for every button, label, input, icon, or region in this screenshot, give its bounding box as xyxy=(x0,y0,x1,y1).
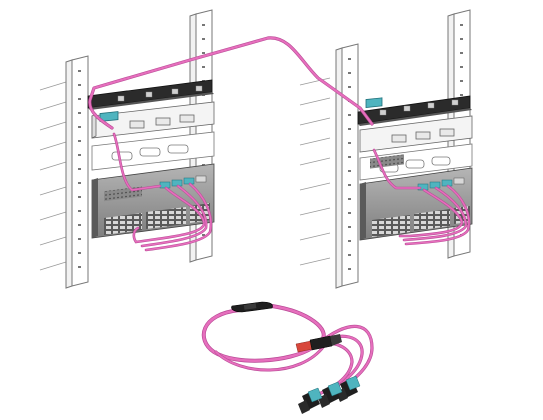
rack-left-cable-manager xyxy=(91,131,215,171)
rack-right-post-left xyxy=(335,43,359,289)
rack-right-cable-manager xyxy=(359,143,473,181)
rack-left-post-left xyxy=(65,55,89,289)
harness-mpo-connector xyxy=(295,334,342,353)
rack-right-mpo-adapter-aqua xyxy=(365,97,383,108)
rack-right-patch-cords xyxy=(372,148,471,246)
rack-right-fiber-cassette xyxy=(359,97,473,153)
harness-breakout-boot xyxy=(231,301,273,313)
rack-right xyxy=(299,9,473,289)
rack-left-network-switch xyxy=(91,163,215,239)
rack-left-back-lines xyxy=(39,81,67,271)
harness-leg-connector-2 xyxy=(318,381,343,408)
rack-left xyxy=(39,9,215,289)
harness-leg-connector-3 xyxy=(298,387,323,414)
rack-left-fiber-cassette xyxy=(91,101,215,139)
trunk-cable xyxy=(88,36,374,130)
rack-left-patch-panel xyxy=(87,79,214,110)
harness-cable xyxy=(201,304,374,400)
rack-right-back-lines xyxy=(299,77,331,266)
rack-left-patch-cords xyxy=(112,132,213,252)
rack-right-patch-panel xyxy=(357,95,472,126)
